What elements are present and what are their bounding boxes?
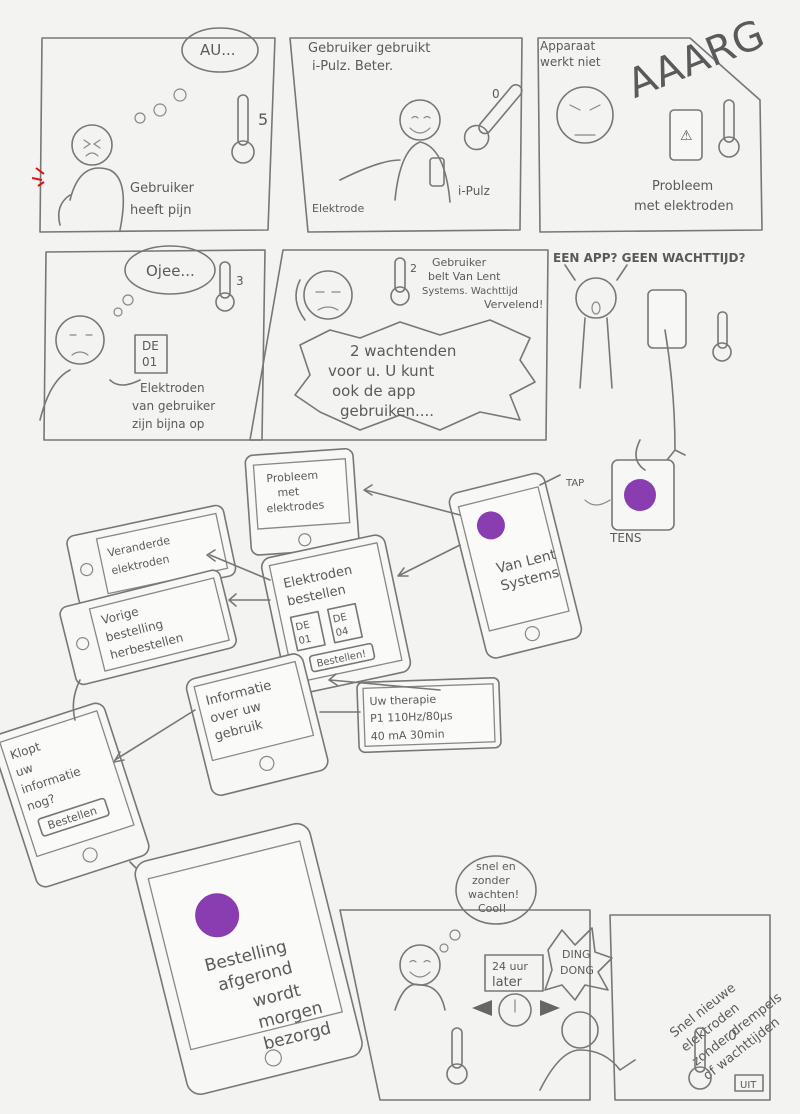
app-flow: TAP TENS Van Lent Systems Probleem met e… xyxy=(0,439,675,890)
caption-line-4: Vervelend! xyxy=(484,298,543,311)
phone-reorder[interactable]: Vorige bestelling herbestellen xyxy=(58,569,237,687)
problem-line-2: met elektroden xyxy=(634,199,734,214)
person-head xyxy=(71,124,113,166)
end-box xyxy=(734,1074,764,1092)
label-device: i-Pulz xyxy=(458,184,490,198)
end-label: UIT xyxy=(740,1080,757,1091)
happy-head xyxy=(399,944,441,986)
item-2-line-1: DE xyxy=(332,612,348,626)
speech-line-1: 2 wachtenden xyxy=(350,342,456,360)
label-electrode: Elektrode xyxy=(312,202,364,215)
phone-therapy[interactable]: Uw therapie P1 110Hz/80μs 40 mA 30min xyxy=(356,676,502,754)
box-line-2: 01 xyxy=(142,355,157,369)
panel-5: 2 Gebruiker belt Van Lent Systems. Wacht… xyxy=(249,249,549,441)
caption-line-1: Gebruiker gebruikt xyxy=(308,41,430,56)
thermo-value: 0 xyxy=(492,87,500,101)
svg-text:⚠: ⚠ xyxy=(680,128,693,144)
thought-text: Ojee... xyxy=(146,262,195,280)
thought-line-1: snel en xyxy=(476,860,516,873)
confirm-button[interactable] xyxy=(37,797,110,837)
caption-line-3: zijn bijna op xyxy=(132,417,204,431)
problem-line-2: met xyxy=(277,485,300,500)
therapy-line-2: P1 110Hz/80μs xyxy=(370,709,453,725)
caption-line-1: Elektroden xyxy=(140,381,205,395)
phone-info[interactable]: Informatie over uw gebruik xyxy=(184,652,329,797)
speech-line-2: voor u. U kunt xyxy=(328,362,434,380)
angry-head xyxy=(556,86,614,144)
person-head xyxy=(575,277,617,319)
phone-warning xyxy=(669,109,703,161)
pain-mark xyxy=(31,167,45,187)
caption-line-1: Gebruiker xyxy=(130,181,195,196)
later-box xyxy=(484,954,544,992)
caption-line-1: Gebruiker xyxy=(432,256,487,269)
later-line-1: 24 uur xyxy=(492,960,528,973)
person-head xyxy=(55,315,105,365)
caption: EEN APP? GEEN WACHTTIJD? xyxy=(553,251,745,265)
thought-bubble xyxy=(181,27,259,73)
smiling-head xyxy=(561,1011,599,1049)
problem-line-1: Probleem xyxy=(652,179,713,194)
panel-4: Ojee... 3 DE 01 Elektroden van gebruiker… xyxy=(39,245,266,441)
later-line-2: later xyxy=(492,975,523,990)
order-item-de04[interactable] xyxy=(326,602,363,644)
thought-bubble xyxy=(124,245,216,295)
problem-line-1: Probleem xyxy=(266,469,319,486)
panel-3: Apparaat werkt niet AAARG ⚠ Probleem met… xyxy=(537,11,771,233)
order-item-de01[interactable] xyxy=(289,610,326,652)
item-1-line-2: 01 xyxy=(298,634,313,647)
panel-6: EEN APP? GEEN WACHTTIJD? xyxy=(553,251,745,461)
caption-line-2: heeft pijn xyxy=(130,203,192,218)
shout-text: AAARG xyxy=(621,11,771,107)
phone-confirm[interactable]: Klopt uw informatie nog? Bestellen xyxy=(0,701,151,890)
tap-text: TAP xyxy=(565,478,584,489)
tens-label: TENS xyxy=(609,531,642,545)
therapy-line-1: Uw therapie xyxy=(369,693,436,708)
caption-line-2: van gebruiker xyxy=(132,399,215,413)
thought-line-3: wachten! xyxy=(468,888,519,901)
panel-1: AU... 5 Gebruiker heeft pijn xyxy=(31,27,276,233)
caption-line-1: Apparaat xyxy=(540,39,595,53)
phone-home[interactable]: Van Lent Systems xyxy=(447,471,583,660)
panel-2: Gebruiker gebruikt i-Pulz. Beter. 0 Elek… xyxy=(289,37,523,233)
caption-line-2: belt Van Lent xyxy=(428,270,501,283)
bell-line-1: DING xyxy=(562,948,590,961)
thought-line-2: zonder xyxy=(472,874,510,887)
clock-icon xyxy=(498,993,532,1027)
item-2-line-2: 04 xyxy=(335,626,350,639)
box-line-1: DE xyxy=(142,339,159,353)
thermo-value: 2 xyxy=(410,262,417,275)
ending-panel: snel en zonder wachten! Cool! 24 uur lat… xyxy=(339,855,785,1101)
caption-line-2: i-Pulz. Beter. xyxy=(312,59,393,74)
item-1-line-1: DE xyxy=(295,620,311,634)
phone-problem[interactable]: Probleem met elektrodes xyxy=(244,447,360,556)
person-head xyxy=(399,99,441,141)
thought-line-4: Cool! xyxy=(478,902,507,915)
tens-device: TAP TENS xyxy=(565,459,675,545)
thermo-value: 3 xyxy=(236,274,244,288)
thermo-value: 5 xyxy=(258,110,268,129)
end-thermo-value: 0 xyxy=(728,1028,737,1044)
caption-line-2: werkt niet xyxy=(540,55,601,69)
phone-done[interactable]: Bestelling afgerond wordt morgen bezorgd xyxy=(132,821,365,1097)
speech-line-3: ook de app xyxy=(332,382,416,400)
therapy-line-3: 40 mA 30min xyxy=(370,728,444,744)
person-head xyxy=(303,270,353,320)
thought-text: AU... xyxy=(200,41,236,59)
caption-line-3: Systems. Wachttijd xyxy=(422,286,518,297)
thought-bubble xyxy=(455,855,537,925)
problem-line-3: elektrodes xyxy=(266,498,325,515)
confirm-line-2: uw xyxy=(14,761,35,780)
electrode-box xyxy=(134,334,168,374)
speech-line-4: gebruiken.... xyxy=(340,402,434,420)
bell-line-2: DONG xyxy=(560,964,594,977)
order-button[interactable] xyxy=(308,642,376,673)
